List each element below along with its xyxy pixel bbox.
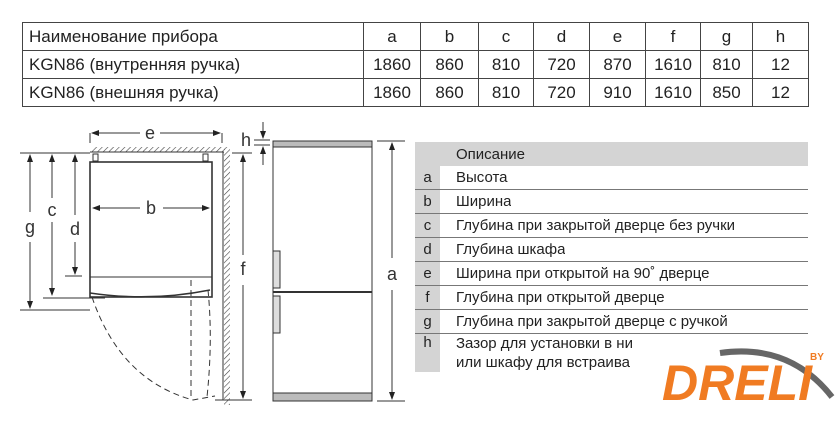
label-b: b xyxy=(146,198,156,218)
legend-value-line: или шкафу для встраива xyxy=(456,354,630,371)
legend-key: d xyxy=(415,238,440,261)
legend-key: c xyxy=(415,214,440,237)
side-wall-hatch xyxy=(224,147,230,405)
legend-item: a Высота xyxy=(415,166,808,190)
logo-swoosh xyxy=(719,348,835,399)
legend-item: d Глубина шкафа xyxy=(415,238,808,262)
cell: 860 xyxy=(420,78,479,107)
legend-key: a xyxy=(415,166,440,189)
legend-value-line: Зазор для установки в ни xyxy=(456,335,633,352)
label-a: a xyxy=(387,264,398,284)
label-g: g xyxy=(25,217,35,237)
logo-sup: BY xyxy=(810,352,824,363)
lower-handle xyxy=(272,295,281,334)
label-d: d xyxy=(70,219,80,239)
cell: 12 xyxy=(752,78,809,107)
bottom-plinth xyxy=(272,392,373,402)
label-c: c xyxy=(48,200,57,220)
cell: 1610 xyxy=(645,50,701,79)
cell: 810 xyxy=(478,50,534,79)
legend-item: g Глубина при закрытой дверце с ручкой xyxy=(415,310,808,334)
legend-value: Глубина при закрытой дверце с ручкой xyxy=(456,313,728,330)
door-swing-arc xyxy=(91,296,216,401)
spacer-right xyxy=(202,153,209,162)
cell: KGN86 (внутренняя ручка) xyxy=(22,50,364,79)
fridge-body-side-view xyxy=(272,140,373,402)
legend-value: Глубина при закрытой дверце без ручки xyxy=(456,217,736,234)
upper-handle xyxy=(272,250,281,289)
top-cap xyxy=(272,140,373,148)
cell: 850 xyxy=(700,78,753,107)
legend-value: Глубина при открытой дверце xyxy=(456,289,665,306)
legend-header-spacer xyxy=(415,142,440,166)
logo-mark: DRELI BY xyxy=(662,348,835,411)
header-cell: d xyxy=(533,22,590,51)
open-door-outline xyxy=(206,289,211,398)
legend-value: Высота xyxy=(456,169,508,186)
header-cell: Наименование прибора xyxy=(22,22,364,51)
door-front-curve xyxy=(89,289,211,298)
cell: 720 xyxy=(533,78,590,107)
dreli-logo: DRELI BY xyxy=(660,345,835,411)
top-view xyxy=(20,130,252,405)
label-f: f xyxy=(240,259,246,279)
legend-key: g xyxy=(415,310,440,333)
table-row: KGN86 (внешняя ручка) 1860 860 810 720 9… xyxy=(22,78,809,107)
legend-item: b Ширина xyxy=(415,190,808,214)
legend-header: Описание xyxy=(415,142,808,166)
legend-key: b xyxy=(415,190,440,213)
side-view xyxy=(254,122,405,402)
legend-item: e Ширина при открытой на 90˚ дверце xyxy=(415,262,808,286)
legend-value: Ширина при открытой на 90˚ дверце xyxy=(456,265,710,282)
legend-item: f Глубина при открытой дверце xyxy=(415,286,808,310)
legend-key: f xyxy=(415,286,440,309)
legend-key: e xyxy=(415,262,440,285)
header-cell: e xyxy=(589,22,646,51)
legend-value: Зазор для установки в ни или шкафу для вс… xyxy=(440,334,686,372)
legend-item: h Зазор для установки в ни или шкафу для в… xyxy=(415,334,808,372)
spacer-left xyxy=(92,153,99,162)
legend-header-label: Описание xyxy=(456,145,526,163)
legend-item: c Глубина при закрытой дверце без ручки xyxy=(415,214,808,238)
cell: KGN86 (внешняя ручка) xyxy=(22,78,364,107)
legend-value: Ширина xyxy=(456,193,512,210)
label-h: h xyxy=(241,130,251,150)
table-header-row: Наименование прибора a b c d e f g h xyxy=(22,22,809,51)
table-row: KGN86 (внутренняя ручка) 1860 860 810 72… xyxy=(22,50,809,79)
spec-table: Наименование прибора a b c d e f g h KGN… xyxy=(22,22,809,107)
header-cell: a xyxy=(363,22,421,51)
legend-key: h xyxy=(415,334,440,372)
cell: 870 xyxy=(589,50,646,79)
cell: 910 xyxy=(589,78,646,107)
logo-text: DRELI xyxy=(662,355,813,405)
back-wall-hatch xyxy=(92,147,225,152)
legend-value: Глубина шкафа xyxy=(456,241,566,258)
cell: 810 xyxy=(478,78,534,107)
cell: 1860 xyxy=(363,50,421,79)
cell: 810 xyxy=(700,50,753,79)
label-e: e xyxy=(145,123,155,143)
cell: 1860 xyxy=(363,78,421,107)
